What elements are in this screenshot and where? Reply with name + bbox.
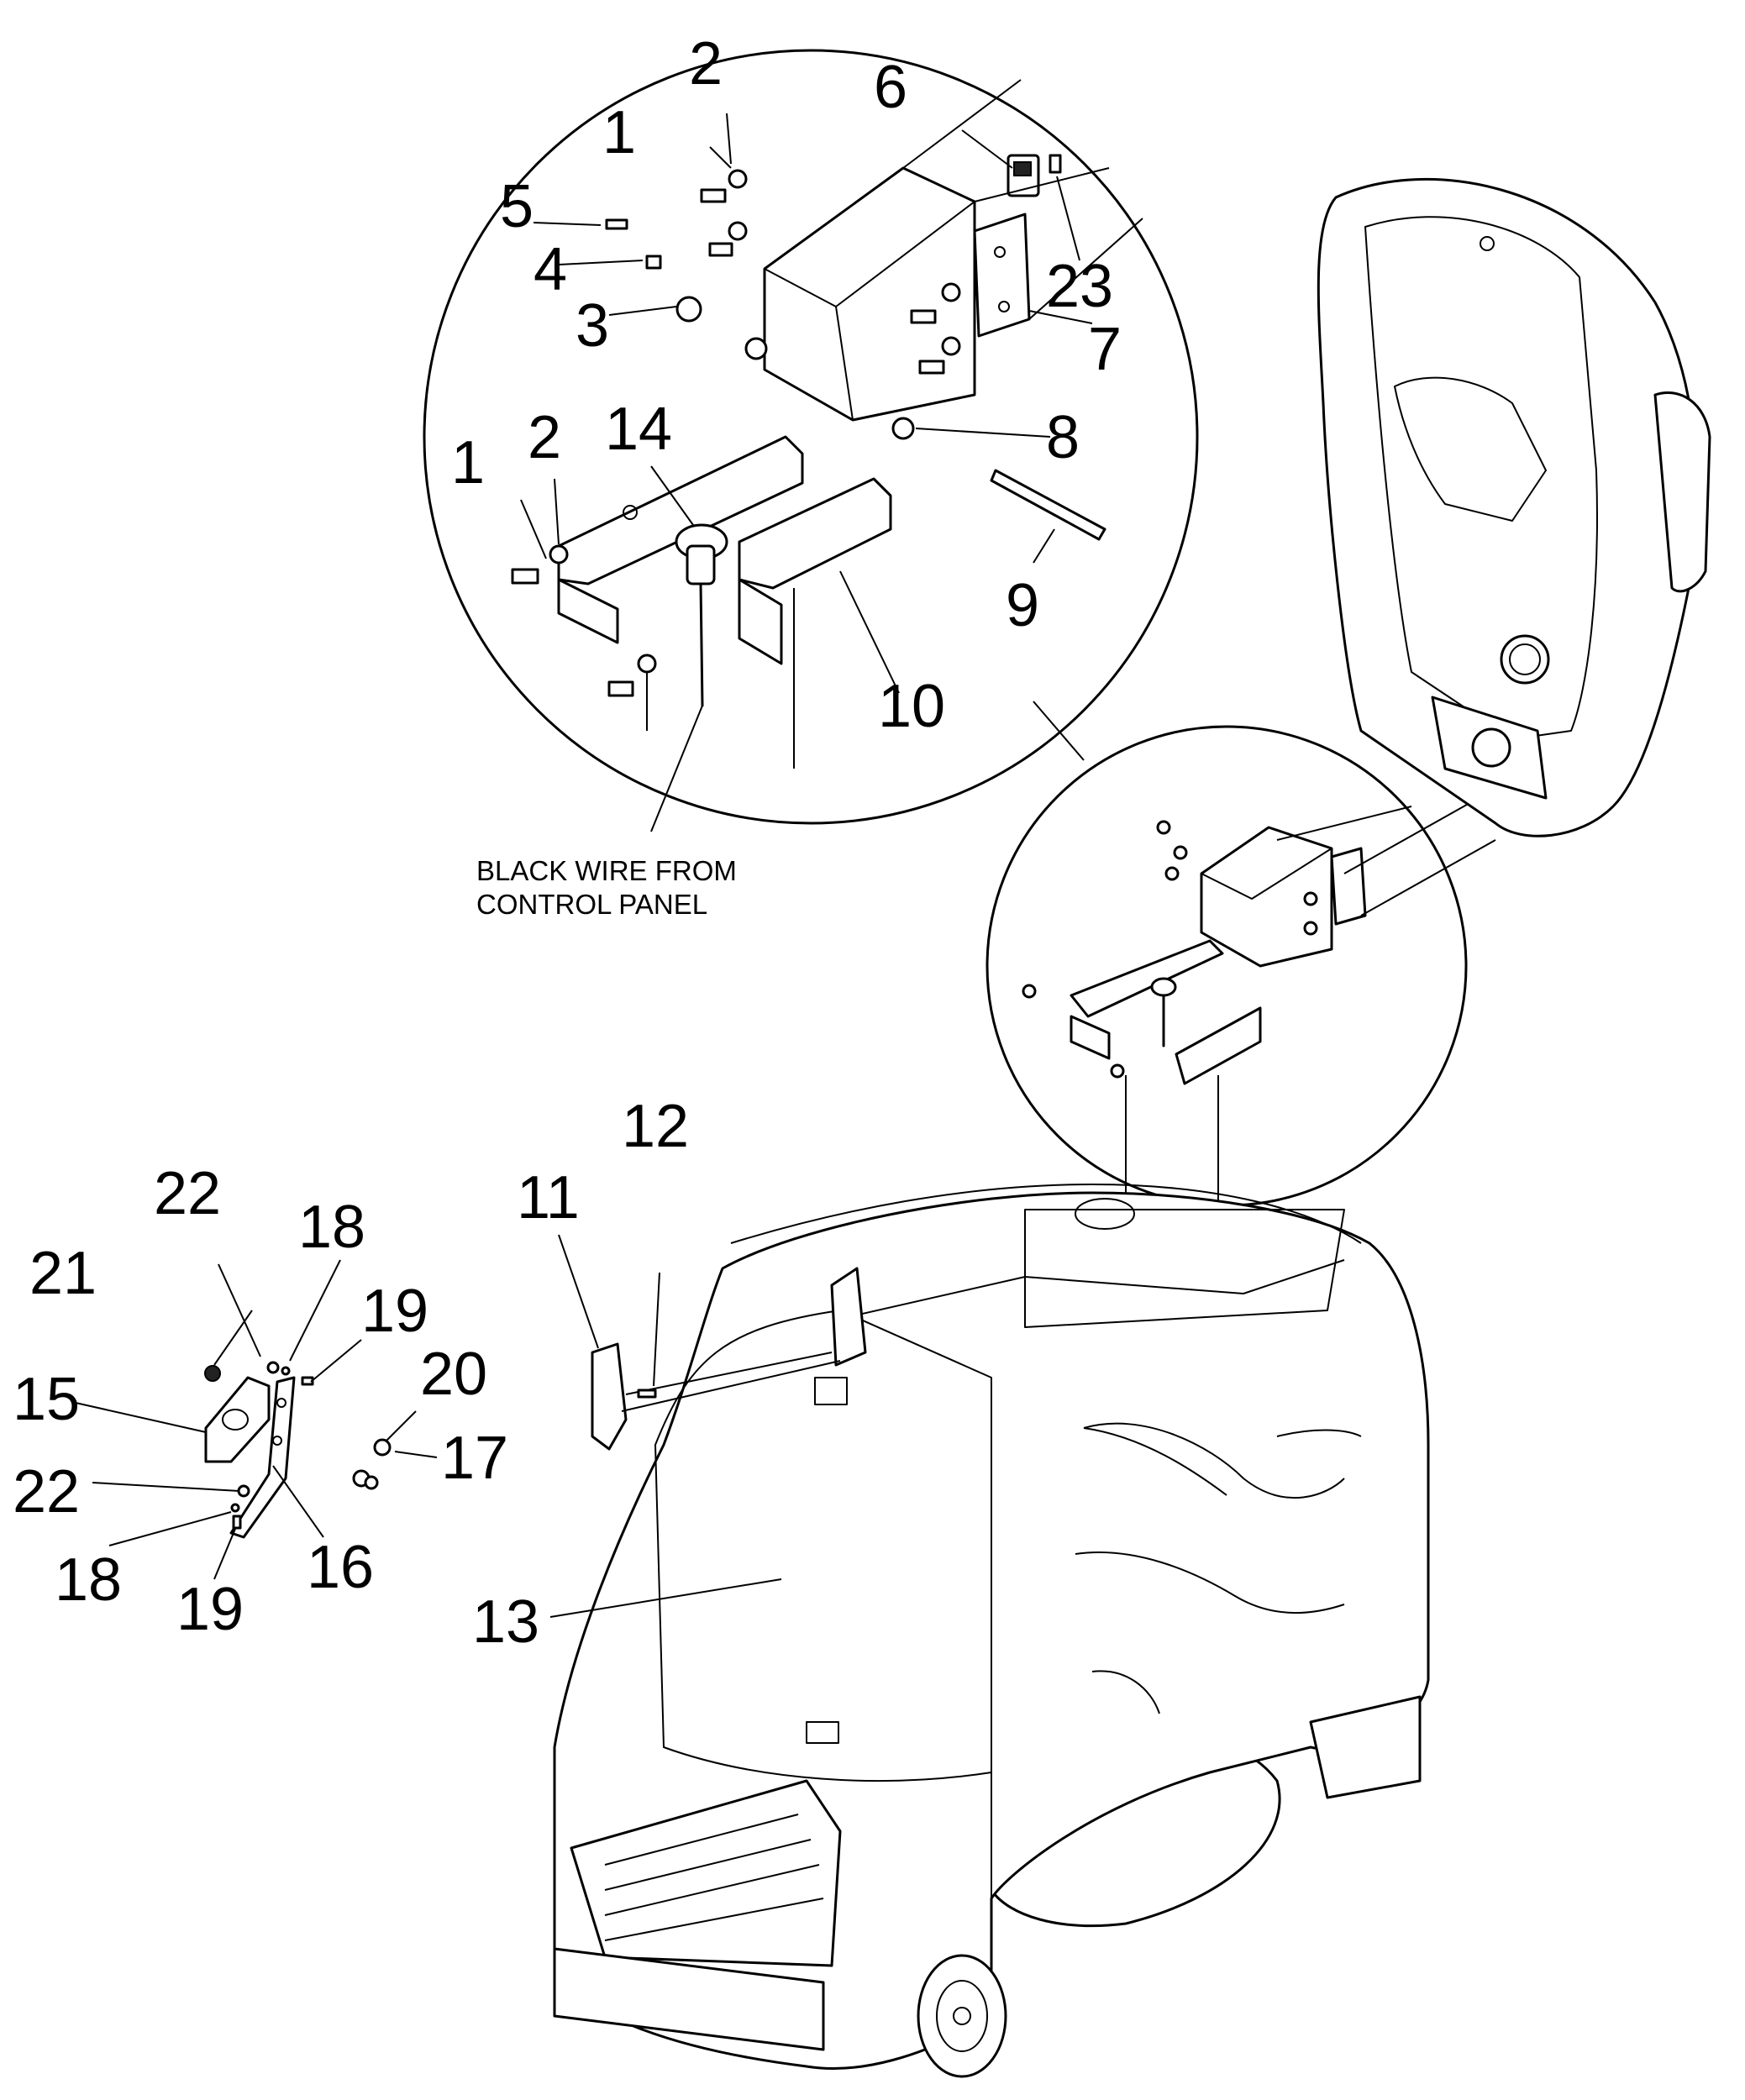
machine-body: [553, 1184, 1430, 2078]
callout-10: 10: [878, 673, 945, 740]
callout-16: 16: [307, 1534, 374, 1601]
callout-11: 11: [517, 1164, 580, 1231]
detail-circle-small: [986, 725, 1496, 1260]
callout-19-upper: 19: [361, 1278, 428, 1345]
callout-22-lower: 22: [13, 1458, 80, 1525]
callout-4: 4: [533, 236, 567, 303]
callout-2-top: 2: [689, 30, 723, 97]
callout-8: 8: [1046, 404, 1080, 471]
wire-note: BLACK WIRE FROM CONTROL PANEL: [476, 855, 737, 920]
callout-5: 5: [500, 173, 533, 240]
callout-1-mid: 1: [451, 429, 485, 496]
callout-22-upper: 22: [154, 1160, 221, 1227]
wire-note-line1: BLACK WIRE FROM: [476, 855, 737, 886]
bracket-assembly-detail: [511, 79, 1143, 832]
callout-1-top: 1: [602, 99, 636, 166]
side-bracket-assembly: [75, 1259, 438, 1580]
callout-18-upper: 18: [298, 1194, 365, 1261]
callout-2-mid: 2: [528, 404, 561, 471]
wire-note-line2: CONTROL PANEL: [476, 889, 707, 920]
callout-21: 21: [29, 1240, 97, 1307]
callout-17: 17: [441, 1425, 508, 1492]
callout-18-lower: 18: [55, 1546, 122, 1614]
callout-6: 6: [874, 54, 907, 121]
control-panel-cover: [1317, 177, 1711, 837]
leader-12: [653, 1272, 660, 1387]
callout-7: 7: [1088, 316, 1122, 383]
callout-23: 23: [1046, 253, 1113, 320]
handle-part-11: [591, 1342, 841, 1451]
detail-circle-large: [423, 49, 1199, 825]
leader-13: [549, 1578, 782, 1618]
leader-11: [558, 1234, 599, 1349]
callout-20: 20: [420, 1341, 487, 1408]
callout-3: 3: [576, 292, 609, 360]
callout-12: 12: [622, 1093, 689, 1160]
callout-14: 14: [605, 396, 672, 463]
callout-numbers: 1 2 6 5 23 4 3 7 8 14 1 2 9 10 12 11 22 …: [13, 30, 1122, 1656]
callout-15: 15: [13, 1366, 80, 1433]
callout-19-lower: 19: [176, 1576, 244, 1643]
callout-9: 9: [1006, 572, 1039, 639]
callout-13: 13: [472, 1588, 539, 1656]
